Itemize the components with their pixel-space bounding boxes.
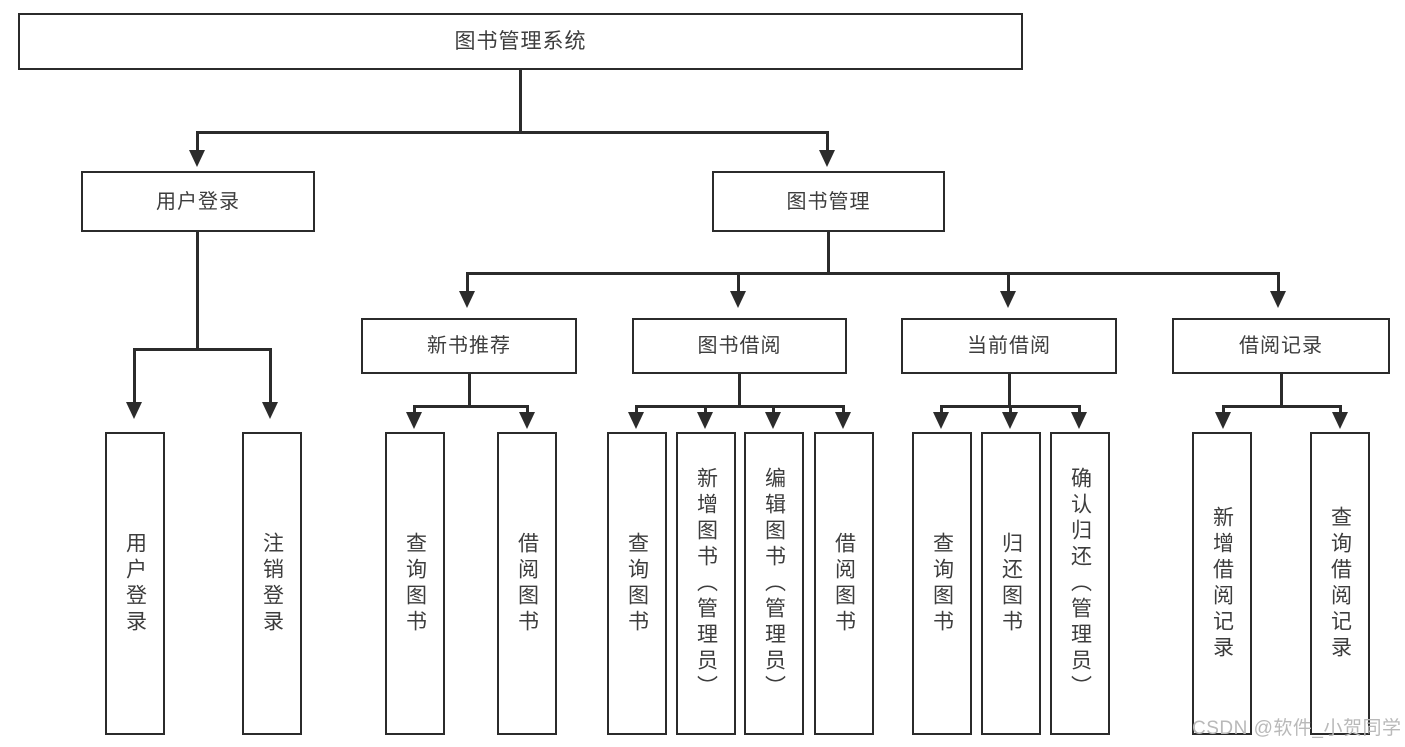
arrow-cb-to-confirm-return [1071,412,1087,429]
connector-cb-branch-2 [1009,405,1012,415]
connector-borrow-record-stem [1280,374,1283,407]
node-user-login[interactable]: 用户登录 [81,171,315,232]
watermark-text: CSDN @软件_小贺同学 [1192,718,1402,739]
connector-br-branch-2 [1339,405,1342,415]
leaf-label: 查询借阅记录 [1328,505,1352,662]
connector-user-login-branch-2 [269,348,272,405]
leaf-edit-book[interactable]: 编辑图书（管理员） [744,432,804,735]
arrow-user-login-to-leaf-user-login [126,402,142,419]
node-label: 图书管理系统 [454,29,587,53]
connector-user-login-stem [196,232,199,350]
leaf-label: 归还图书 [999,531,1023,636]
connector-bm-branch-1 [466,272,469,294]
leaf-return-book[interactable]: 归还图书 [981,432,1041,735]
leaf-label: 注销登录 [260,531,284,636]
node-root-book-management-system[interactable]: 图书管理系统 [18,13,1023,70]
arrow-cb-to-return-book [1002,412,1018,429]
leaf-label: 借阅图书 [515,531,539,636]
connector-book-borrow-stem [738,374,741,407]
leaf-add-borrow-record[interactable]: 新增借阅记录 [1192,432,1252,735]
connector-book-borrow-bus [635,405,845,408]
leaf-query-borrow-record[interactable]: 查询借阅记录 [1310,432,1370,735]
leaf-add-book[interactable]: 新增图书（管理员） [676,432,736,735]
leaf-logout-login[interactable]: 注销登录 [242,432,302,735]
leaf-label: 查询图书 [625,531,649,636]
connector-bm-branch-3 [1007,272,1010,294]
leaf-label: 确认归还（管理员） [1068,466,1092,701]
leaf-label: 查询图书 [930,531,954,636]
connector-new-book-branch-2 [526,405,529,415]
leaf-label: 新增借阅记录 [1210,505,1234,662]
connector-cb-branch-1 [940,405,943,415]
node-label: 图书借阅 [697,335,782,357]
connector-root-to-user-login [196,131,199,153]
arrow-cb-to-query-book [933,412,949,429]
connector-current-borrow-stem [1008,374,1011,407]
node-current-borrow[interactable]: 当前借阅 [901,318,1117,374]
leaf-label: 新增图书（管理员） [694,466,718,701]
connector-new-book-bus [413,405,529,408]
leaf-confirm-return[interactable]: 确认归还（管理员） [1050,432,1110,735]
node-label: 用户登录 [156,190,240,213]
leaf-query-book-current[interactable]: 查询图书 [912,432,972,735]
arrow-bb-to-edit-book [765,412,781,429]
connector-new-book-branch-1 [413,405,416,415]
node-label: 新书推荐 [427,335,511,357]
leaf-borrow-book[interactable]: 借阅图书 [814,432,874,735]
node-label: 借阅记录 [1239,335,1323,357]
arrow-new-book-to-query-book [406,412,422,429]
node-borrow-record[interactable]: 借阅记录 [1172,318,1390,374]
arrow-root-to-user-login [189,150,205,167]
connector-bb-branch-4 [842,405,845,415]
connector-root-bus [196,131,827,134]
arrow-bb-to-add-book [697,412,713,429]
leaf-label: 查询图书 [403,531,427,636]
leaf-label: 用户登录 [123,531,147,636]
arrow-bb-to-query-book [628,412,644,429]
connector-root-stem [519,70,522,132]
arrow-bm-to-borrow-record [1270,291,1286,308]
leaf-user-login[interactable]: 用户登录 [105,432,165,735]
arrow-bm-to-new-book-recommend [459,291,475,308]
node-new-book-recommend[interactable]: 新书推荐 [361,318,577,374]
node-book-borrow[interactable]: 图书借阅 [632,318,847,374]
arrow-new-book-to-borrow-book [519,412,535,429]
arrow-bm-to-current-borrow [1000,291,1016,308]
connector-book-management-bus [466,272,1280,275]
arrow-root-to-book-management [819,150,835,167]
connector-new-book-stem [468,374,471,407]
leaf-query-book-borrow[interactable]: 查询图书 [607,432,667,735]
leaf-query-book-recommend[interactable]: 查询图书 [385,432,445,735]
leaf-label: 借阅图书 [832,531,856,636]
connector-root-to-book-management [826,131,829,153]
arrow-bb-to-borrow-book [835,412,851,429]
connector-bm-branch-4 [1277,272,1280,294]
connector-bb-branch-2 [704,405,707,415]
node-label: 当前借阅 [967,335,1051,357]
node-book-management[interactable]: 图书管理 [712,171,945,232]
leaf-label: 编辑图书（管理员） [762,466,786,701]
arrow-bm-to-book-borrow [730,291,746,308]
connector-user-login-bus [133,348,269,351]
leaf-borrow-book-recommend[interactable]: 借阅图书 [497,432,557,735]
arrow-user-login-to-leaf-logout [262,402,278,419]
connector-borrow-record-bus [1222,405,1342,408]
node-label: 图书管理 [786,190,871,213]
connector-bb-branch-3 [772,405,775,415]
connector-br-branch-1 [1222,405,1225,415]
connector-user-login-branch-1 [133,348,136,405]
arrow-br-to-add-record [1215,412,1231,429]
connector-bb-branch-1 [635,405,638,415]
arrow-br-to-query-record [1332,412,1348,429]
connector-bm-branch-2 [737,272,740,294]
connector-book-management-stem [827,232,830,274]
connector-cb-branch-3 [1078,405,1081,415]
